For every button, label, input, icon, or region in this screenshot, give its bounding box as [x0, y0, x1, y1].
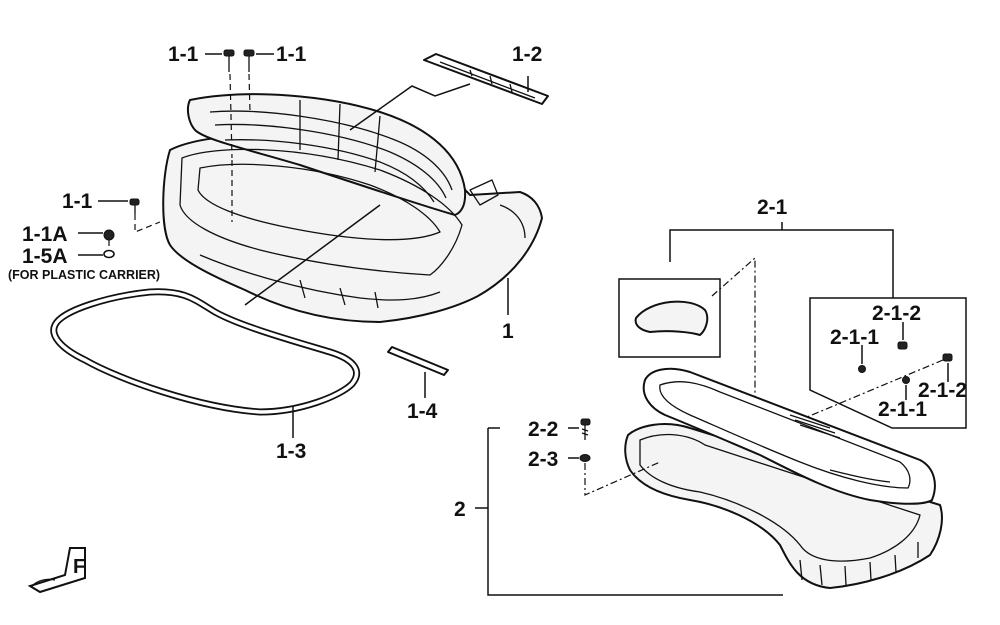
lid-rib: [224, 139, 435, 203]
box-latch: [469, 179, 499, 206]
box-foot: [299, 279, 379, 309]
trim-strip-part[interactable]: [387, 346, 449, 398]
carrier-box-assembly: [162, 93, 543, 323]
bolt-1-1-right[interactable]: [243, 49, 255, 113]
tray-ribs: [799, 542, 919, 586]
label-2-1-1-bottom: 2-1-1: [878, 398, 927, 421]
front-marker-text: F: [73, 556, 85, 578]
box-side-detail: [499, 204, 526, 239]
label-1-1A: 1-1A: [22, 223, 68, 246]
bracket-2: [475, 427, 783, 596]
label-1-5A: 1-5A: [22, 245, 68, 268]
label-2-1-2-top: 2-1-2: [872, 302, 921, 325]
hinge-bracket-detail: [439, 61, 536, 99]
label-2-1-1-top: 2-1-1: [830, 326, 879, 349]
lead-1-2-to-box: [349, 83, 471, 131]
nut-2-1-1-top[interactable]: [858, 365, 866, 373]
tray-rim: [639, 433, 921, 562]
label-2: 2: [454, 498, 466, 521]
grommet-2-1-2-top[interactable]: [897, 341, 908, 350]
box-lower-detail: [199, 254, 441, 301]
grommet-2-1-2-bottom[interactable]: [942, 353, 953, 362]
bolt-1-1-left[interactable]: [223, 49, 235, 159]
lid-rib: [214, 123, 447, 199]
cover-slot: [829, 469, 891, 483]
cover-grille: [789, 414, 841, 439]
lid-rib: [209, 110, 453, 191]
label-2-1-2-bottom: 2-1-2: [918, 379, 967, 402]
cover-detail: [659, 381, 911, 489]
carrier-cover: [642, 367, 936, 505]
side-bolt-line: [134, 214, 161, 233]
bolt-1-1-side[interactable]: [129, 198, 140, 214]
washer-2-3[interactable]: [579, 454, 591, 462]
box-seal-part[interactable]: [50, 204, 381, 416]
label-2-3: 2-3: [528, 448, 558, 471]
screw-2-2[interactable]: [580, 418, 591, 440]
note-for-plastic-carrier: (FOR PLASTIC CARRIER): [8, 268, 160, 282]
box-interior: [197, 163, 441, 241]
label-2-1: 2-1: [757, 196, 788, 219]
rubber-pad-part[interactable]: [634, 300, 709, 336]
label-1-4: 1-4: [407, 400, 438, 423]
nut-2-1-1-bottom[interactable]: [902, 376, 910, 384]
label-1-2: 1-2: [512, 43, 542, 66]
screw-line: [584, 461, 661, 496]
hinge-bracket-part[interactable]: [349, 53, 549, 131]
label-1-3: 1-3: [276, 440, 306, 463]
lid-rib: [299, 100, 381, 173]
label-1-1-top-left: 1-1: [168, 43, 199, 66]
pad-leader: [711, 256, 756, 440]
label-1-1-side: 1-1: [62, 190, 93, 213]
pad-inset-box: [618, 256, 756, 440]
trim-strip-shape: [387, 346, 449, 376]
nut-1-1A[interactable]: [103, 229, 115, 241]
fastener-inset-box: [799, 297, 967, 429]
box-opening-rim: [179, 148, 463, 276]
carrier-tray: [624, 423, 943, 589]
seal-ring-inner: [52, 290, 359, 414]
label-2-2: 2-2: [528, 418, 558, 441]
washer-1-5A[interactable]: [103, 249, 115, 259]
label-1: 1: [502, 320, 514, 343]
plastic-carrier[interactable]: [624, 367, 943, 589]
label-1-1-top-right: 1-1: [276, 43, 307, 66]
front-direction-arrow-icon: F: [27, 547, 86, 594]
fastener-line: [799, 359, 944, 421]
lead-seal-to-box: [244, 204, 381, 306]
